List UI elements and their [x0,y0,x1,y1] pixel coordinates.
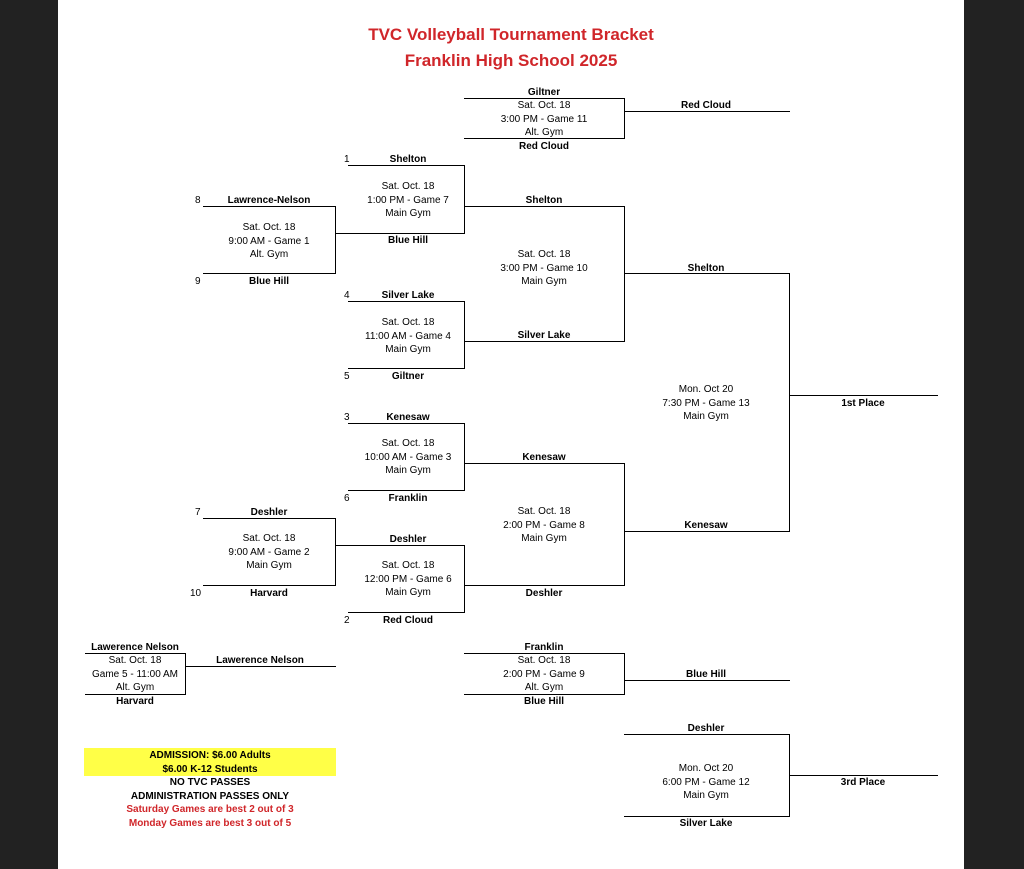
game11-time: 3:00 PM - Game 11 [500,113,588,125]
game10-winner: Shelton [687,263,725,274]
game7-team-top: Shelton [389,154,427,165]
game12-team-bottom: Silver Lake [679,818,733,829]
game13-time: 7:30 PM - Game 13 [662,397,750,409]
game11-date: Sat. Oct. 18 [517,100,571,111]
game3-date: Sat. Oct. 18 [381,438,435,449]
game5-time: Game 5 - 11:00 AM [92,668,178,680]
seed-label: 5 [344,371,350,382]
game3-winner: Kenesaw [522,452,566,463]
game2-venue: Main Gym [246,560,292,571]
game2-team-bottom: Harvard [250,588,288,599]
bracket-page: TVC Volleyball Tournament Bracket Frankl… [58,0,964,869]
seed-label: 1 [344,154,350,165]
admission-adults: ADMISSION: $6.00 Adults [149,750,271,761]
game4-date: Sat. Oct. 18 [381,317,435,328]
game3-time: 10:00 AM - Game 3 [364,451,452,463]
admission-admin-passes: ADMINISTRATION PASSES ONLY [130,790,290,802]
game4-time: 11:00 AM - Game 4 [365,330,451,342]
third-place-label: 3rd Place [840,777,886,788]
game1-date: Sat. Oct. 18 [242,222,296,233]
game6-winner: Deshler [525,588,563,599]
monday-format-note: Monday Games are best 3 out of 5 [128,817,292,829]
first-place-label: 1st Place [841,398,885,409]
game3-team-bottom: Franklin [388,493,428,504]
saturday-format-note: Saturday Games are best 2 out of 3 [126,804,294,815]
game8-winner: Kenesaw [684,520,728,531]
game2-team-top: Deshler [250,507,288,518]
game1-team-top: Lawrence-Nelson [227,195,311,206]
game13-venue: Main Gym [683,411,729,422]
game11-winner: Red Cloud [681,100,731,111]
game2-time: 9:00 AM - Game 2 [228,546,310,558]
game13-date: Mon. Oct 20 [678,384,734,395]
seed-label: 4 [344,290,350,301]
game9-venue: Alt. Gym [524,682,564,693]
seed-label: 3 [344,412,350,423]
seed-label: 9 [195,276,201,287]
game12-venue: Main Gym [683,790,729,801]
game9-team-top: Franklin [524,642,564,653]
seed-label: 2 [344,615,350,626]
game10-time: 3:00 PM - Game 10 [500,262,588,274]
game6-time: 12:00 PM - Game 6 [364,573,452,585]
game10-venue: Main Gym [521,276,567,287]
game4-team-top: Silver Lake [381,290,435,301]
game4-venue: Main Gym [385,344,431,355]
game4-winner: Silver Lake [517,330,571,341]
admission-students: $6.00 K-12 Students [162,763,258,775]
seed-label: 7 [195,507,201,518]
game12-team-top: Deshler [687,723,725,734]
game1-time: 9:00 AM - Game 1 [228,235,310,247]
game12-date: Mon. Oct 20 [678,763,734,774]
seed-label: 6 [344,493,350,504]
game4-team-bottom: Giltner [391,371,425,382]
bracket-lines [85,98,938,817]
game5-winner: Lawerence Nelson [216,655,304,666]
game10-date: Sat. Oct. 18 [517,249,571,260]
game9-date: Sat. Oct. 18 [517,655,571,666]
game5-date: Sat. Oct. 18 [108,655,162,666]
game8-venue: Main Gym [521,533,567,544]
game6-team-top: Deshler [389,534,427,545]
game1-team-bottom: Blue Hill [248,276,290,287]
bracket-subtitle: Franklin High School 2025 [404,51,618,70]
game9-team-bottom: Blue Hill [523,696,565,707]
game11-team-bottom: Red Cloud [519,141,569,152]
game9-time: 2:00 PM - Game 9 [503,668,585,680]
game6-team-bottom: Red Cloud [383,615,433,626]
bracket-title: TVC Volleyball Tournament Bracket [368,25,654,44]
game8-date: Sat. Oct. 18 [517,506,571,517]
admission-highlight [84,748,336,776]
seed-label: 8 [195,195,201,206]
game1-venue: Alt. Gym [249,249,289,260]
game5-team-bottom: Harvard [116,696,154,707]
seed-label: 10 [190,588,202,599]
game5-team-top: Lawerence Nelson [91,642,179,653]
game5-venue: Alt. Gym [115,682,155,693]
game2-date: Sat. Oct. 18 [242,533,296,544]
game7-date: Sat. Oct. 18 [381,181,435,192]
game7-winner: Shelton [525,195,563,206]
game9-winner: Blue Hill [685,669,727,680]
game8-time: 2:00 PM - Game 8 [503,519,585,531]
game3-team-top: Kenesaw [386,412,430,423]
game7-venue: Main Gym [385,208,431,219]
game12-time: 6:00 PM - Game 12 [662,776,750,788]
game11-team-top: Giltner [527,87,561,98]
game6-venue: Main Gym [385,587,431,598]
game6-date: Sat. Oct. 18 [381,560,435,571]
game7-team-bottom: Blue Hill [387,235,429,246]
game7-time: 1:00 PM - Game 7 [367,194,449,206]
game3-venue: Main Gym [385,465,431,476]
game11-venue: Alt. Gym [524,127,564,138]
admission-no-passes: NO TVC PASSES [169,777,251,788]
